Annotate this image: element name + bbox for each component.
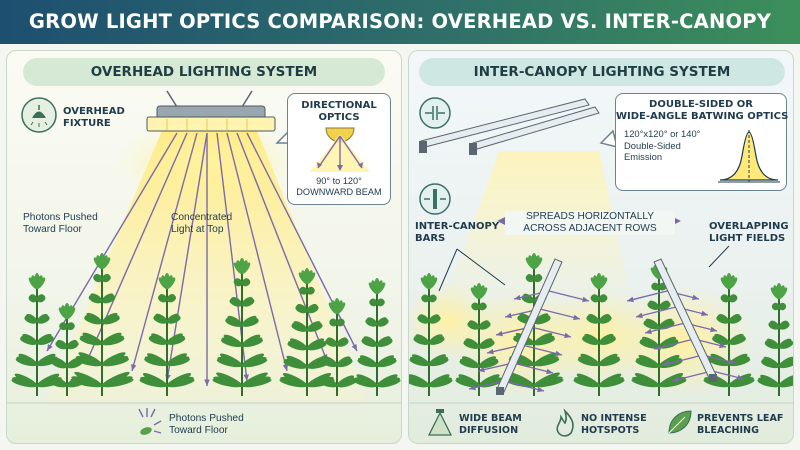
photon-arrowhead — [663, 360, 670, 367]
photon-arrow — [671, 370, 713, 382]
leaf-icon — [668, 410, 692, 434]
plant-row — [11, 253, 401, 396]
photon-arrowhead — [645, 328, 652, 335]
photon-arrowhead — [469, 384, 476, 391]
inter-canopy-heading: INTER-CANOPY LIGHTING SYSTEM — [419, 58, 785, 86]
inter-canopy-bar-left — [496, 258, 563, 395]
batwing-curve-icon — [718, 130, 780, 183]
photon-arrowhead — [573, 314, 580, 321]
cannabis-plant — [757, 283, 793, 396]
photon-arrow — [236, 132, 328, 362]
photon-arrowhead — [672, 376, 679, 383]
photon-arrow — [226, 132, 288, 372]
photon-arrowhead — [204, 379, 210, 386]
photon-arrowhead — [636, 312, 643, 319]
photon-arrowhead — [131, 364, 137, 371]
photon-arrow — [644, 322, 686, 334]
cannabis-plant — [504, 253, 564, 396]
photon-arrowhead — [654, 344, 661, 351]
photon-arrow — [653, 338, 695, 350]
photon-arrowhead — [692, 294, 699, 301]
page-title: GROW LIGHT OPTICS COMPARISON: OVERHEAD V… — [28, 10, 772, 33]
inter-canopy-bar-right — [653, 258, 718, 382]
photon-icon — [138, 408, 162, 435]
photon-arrowhead — [243, 374, 249, 381]
lamp-icon — [21, 97, 57, 133]
downward-beam-icon — [310, 127, 370, 172]
title-banner: GROW LIGHT OPTICS COMPARISON: OVERHEAD V… — [0, 0, 800, 44]
cannabis-plant — [70, 253, 134, 396]
photon-arrow — [635, 306, 677, 318]
cannabis-plant — [317, 298, 357, 396]
photon-arrow — [530, 326, 572, 338]
photon-arrow — [503, 380, 545, 392]
photon-arrow — [662, 354, 704, 366]
beam-diffusion-icon — [427, 409, 453, 436]
photon-arrowhead — [282, 364, 289, 371]
photon-arrow — [512, 362, 554, 374]
cannabis-plant — [573, 273, 625, 396]
overhead-heading: OVERHEAD LIGHTING SYSTEM — [23, 58, 385, 86]
overhead-fixture — [146, 105, 276, 132]
cannabis-plant — [212, 258, 272, 396]
photon-arrowhead — [546, 368, 553, 375]
photon-arrowhead — [496, 330, 503, 337]
photon-arrow — [131, 132, 198, 372]
photon-arrowhead — [710, 326, 717, 333]
plant-rows — [409, 253, 793, 396]
cannabis-plant — [47, 303, 87, 396]
bar-compress-icon — [419, 183, 451, 215]
photon-arrowhead — [351, 344, 357, 351]
photon-arrowhead — [555, 350, 562, 357]
photon-arrowhead — [487, 348, 494, 355]
photon-arrowhead — [719, 342, 726, 349]
photon-arrowhead — [514, 294, 521, 301]
photon-arrow — [548, 290, 590, 302]
cannabis-plant — [455, 283, 503, 396]
flame-icon — [556, 408, 574, 437]
cannabis-plant — [353, 278, 401, 396]
compress-icon — [419, 97, 451, 129]
photon-arrowhead — [627, 296, 634, 303]
photon-arrow — [521, 344, 563, 356]
photon-arrowhead — [505, 312, 512, 319]
overhead-illustration — [7, 90, 401, 435]
photon-arrowhead — [564, 332, 571, 339]
top-light-bars — [419, 98, 600, 155]
inter-canopy-panel: INTER-CANOPY LIGHTING SYSTEM DOUBLE-SIDE… — [408, 50, 794, 444]
beam-angle-label: 90° to 120°DOWNWARD BEAM — [296, 176, 382, 197]
photon-arrowhead — [478, 366, 485, 373]
photon-arrowhead — [537, 386, 544, 393]
photon-arrowhead — [737, 374, 744, 381]
photon-arrowhead — [47, 344, 53, 351]
photon-arrowhead — [582, 296, 589, 303]
cannabis-plant — [139, 273, 195, 396]
photon-arrowhead — [728, 358, 735, 365]
photon-arrowhead — [701, 310, 708, 317]
photon-arrow — [626, 290, 668, 302]
photon-arrow — [539, 308, 581, 320]
photon-arrow — [246, 132, 358, 352]
cannabis-plant — [409, 273, 453, 396]
